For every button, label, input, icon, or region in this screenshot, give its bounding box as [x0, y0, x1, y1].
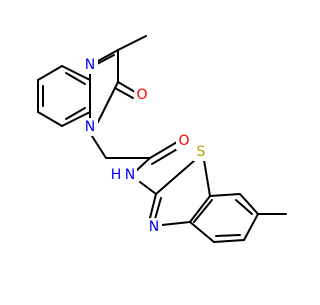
- bond-n-ch2: [91, 135, 107, 159]
- bond-q-benz-db-3: [65, 107, 86, 120]
- bond-thz-c7a-c3a: [189, 195, 211, 223]
- bond-q-benz-db-2: [65, 72, 86, 85]
- bond-q-pyr-3: [96, 54, 115, 65]
- atom-s-thiazole: S: [197, 144, 206, 160]
- bond-bz-db-3: [193, 199, 213, 223]
- bond-q-pyr-2: [97, 49, 119, 62]
- bond-thz-n-c2-b: [154, 197, 162, 220]
- bond-q-benz-3: [61, 111, 91, 127]
- atom-h-amide: H: [111, 167, 122, 183]
- bonds-layer: [37, 35, 287, 243]
- bond-q-benz-2: [37, 111, 63, 127]
- bond-q-methyl: [117, 35, 147, 51]
- molecule-canvas: N N O O N H S N: [37, 35, 287, 243]
- bond-thz-s-c7a: [203, 159, 211, 197]
- bond-thz-c3a-n: [161, 221, 191, 226]
- bond-bz-4: [213, 239, 245, 243]
- atom-labels: N N O O N H S N: [82, 56, 209, 236]
- bond-bz-db-2: [215, 234, 241, 237]
- atom-o-quinoxalinone: O: [136, 87, 147, 103]
- atom-n-quinoxaline-bottom: N: [85, 119, 95, 135]
- bond-q-benz-6: [37, 65, 63, 81]
- bond-bz-1: [209, 193, 241, 197]
- bond-bz-5: [189, 221, 215, 243]
- bond-thz-n-c2-a: [149, 193, 157, 219]
- bond-q-co-1: [117, 81, 136, 93]
- bond-q-benz-5: [61, 65, 91, 81]
- bond-bz-db-1: [235, 199, 253, 215]
- bond-bz-2: [239, 193, 259, 215]
- bond-nh-c2: [139, 181, 157, 195]
- bond-amide-co-2: [151, 147, 180, 165]
- atom-o-amide: O: [178, 133, 189, 149]
- atom-n-quinoxaline-top: N: [85, 57, 95, 73]
- bond-q-co-2: [114, 87, 134, 99]
- bond-thz-c2-s: [155, 159, 196, 195]
- atom-n-thiazole: N: [149, 219, 159, 235]
- bond-amide-cn: [136, 157, 151, 171]
- structure-diagram: N N O O N H S N: [37, 35, 287, 243]
- bond-amide-co-1: [149, 141, 178, 159]
- bond-bz-3: [243, 213, 259, 241]
- atom-n-amide: N: [125, 167, 135, 183]
